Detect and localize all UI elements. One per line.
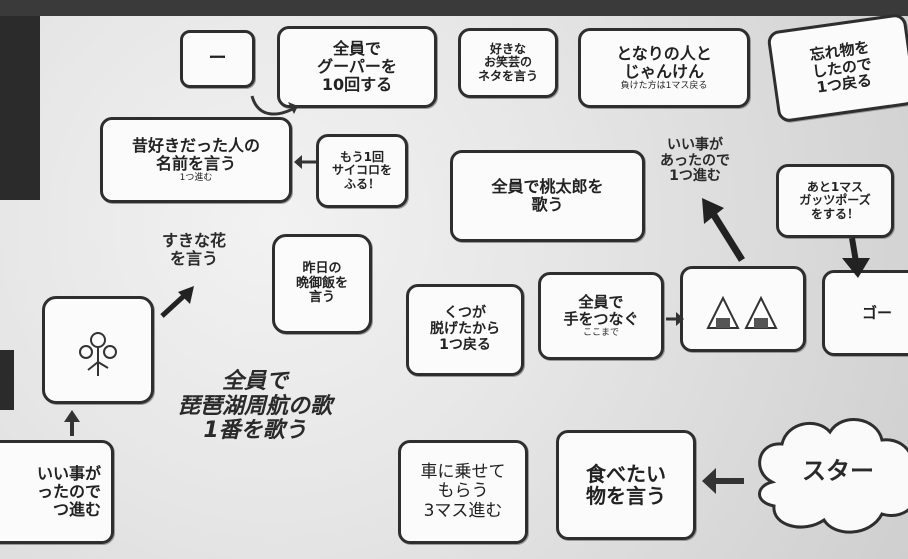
square-onigiri bbox=[680, 266, 806, 352]
square-janken-line1: となりの人と bbox=[616, 44, 712, 64]
square-kappo-line1: あと1マス bbox=[806, 179, 864, 194]
square-sukidatta-line2: 名前を言う bbox=[155, 153, 236, 173]
square-saikoro-line3: ふる！ bbox=[343, 176, 380, 191]
text-biwako-line2: 琵琶湖周航の歌 bbox=[178, 393, 333, 419]
square-top-left-blank: ー bbox=[180, 30, 255, 88]
arrow-top-curve bbox=[250, 95, 299, 116]
square-yuuhan-line1: 昨日の bbox=[302, 261, 342, 277]
square-kuruma-line3: 3マス進む bbox=[423, 500, 503, 521]
square-flower bbox=[42, 296, 154, 404]
text-start: スター bbox=[802, 457, 874, 485]
square-iikoto-bottom-line3: つ進む bbox=[52, 499, 101, 519]
square-goal-label: ゴー bbox=[861, 303, 892, 322]
square-kutsu-line1: くつが bbox=[444, 305, 486, 322]
square-yuuhan-line2: 晩御飯を bbox=[295, 275, 348, 291]
board-edge-shadow bbox=[0, 0, 40, 200]
square-tabetai-line2: 物を言う bbox=[586, 484, 666, 508]
square-momotaro: 全員で桃太郎を 歌う bbox=[450, 150, 645, 242]
square-janken-note: 負けた方は1マス戻る bbox=[620, 80, 708, 91]
square-sukidatta-line1: 昔好きだった人の bbox=[131, 136, 260, 156]
square-kutsu-line2: 脱げたから bbox=[430, 321, 500, 338]
square-kuruma-line1: 車に乗せて bbox=[420, 462, 506, 483]
square-iikoto-bottom-line1: いい事が bbox=[36, 464, 101, 484]
square-kappo: あと1マス ガッツポーズ をする！ bbox=[776, 164, 894, 238]
text-sukina-hana-line1: すきな花 bbox=[162, 231, 227, 250]
square-janken: となりの人と じゃんけん 負けた方は1マス戻る bbox=[578, 28, 750, 108]
square-yuuhan: 昨日の 晩御飯を 言う bbox=[272, 234, 372, 334]
square-te-note: ここまで bbox=[582, 327, 619, 338]
text-iikoto-top-line1: いい事が bbox=[667, 137, 723, 153]
text-iikoto-top: いい事が あったので 1つ進む bbox=[660, 137, 730, 185]
arrow-diagonal-up bbox=[160, 286, 194, 318]
square-iikoto-bottom: いい事が ったので つ進む bbox=[0, 440, 114, 544]
square-neta-line2: お笑芸の bbox=[483, 55, 532, 70]
text-biwako-line3: 1番を歌う bbox=[203, 418, 307, 444]
square-neta-line1: 好きな bbox=[489, 41, 526, 56]
square-gupa-line1: 全員で bbox=[332, 39, 381, 59]
square-wasure: 忘れ物を したので 1つ戻る bbox=[766, 12, 908, 124]
square-tabetai-line1: 食べたい bbox=[586, 461, 666, 486]
square-saikoro: もう1回 サイコロを ふる！ bbox=[316, 134, 408, 208]
flower-icon bbox=[79, 332, 117, 376]
square-saikoro-line1: もう1回 bbox=[340, 149, 384, 164]
square-gupa-line2: グーパーを bbox=[317, 57, 397, 77]
square-yuuhan-line3: 言う bbox=[308, 290, 335, 306]
square-neta: 好きな お笑芸の ネタを言う bbox=[458, 28, 558, 98]
square-goal: ゴー bbox=[822, 270, 908, 356]
square-sukidatta: 昔好きだった人の 名前を言う 1つ進む bbox=[100, 117, 292, 203]
square-janken-line2: じゃんけん bbox=[623, 61, 704, 81]
square-neta-line3: ネタを言う bbox=[477, 68, 538, 83]
text-biwako-line1: 全員で bbox=[222, 369, 289, 394]
square-kutsu: くつが 脱げたから 1つ戻る bbox=[406, 284, 524, 376]
text-sukina-hana: すきな花 を言う bbox=[162, 232, 226, 268]
square-momotaro-line1: 全員で桃太郎を bbox=[491, 177, 604, 197]
square-kappo-line2: ガッツポーズ bbox=[799, 193, 871, 208]
square-saikoro-line2: サイコロを bbox=[331, 163, 392, 178]
onigiri-icon bbox=[706, 295, 778, 329]
square-kutsu-line3: 1つ戻る bbox=[439, 336, 491, 353]
board-left-clip bbox=[0, 350, 14, 410]
square-gupa: 全員で グーパーを 10回する bbox=[277, 26, 437, 108]
square-gupa-line3: 10回する bbox=[321, 74, 393, 94]
arrow-up-left-side bbox=[64, 410, 80, 436]
arrow-down-right bbox=[842, 237, 870, 278]
start-cloud bbox=[758, 418, 908, 534]
text-sukina-hana-line2: を言う bbox=[170, 248, 219, 268]
text-iikoto-top-line2: あったので bbox=[660, 152, 730, 169]
square-tabetai: 食べたい 物を言う bbox=[556, 430, 696, 540]
square-iikoto-bottom-line2: ったので bbox=[36, 482, 101, 502]
arrow-left-small bbox=[294, 155, 316, 169]
arrow-up-right bbox=[702, 198, 745, 262]
square-kappo-line3: をする！ bbox=[810, 206, 859, 221]
square-te-line2: 手をつなぐ bbox=[563, 309, 639, 328]
square-te-line1: 全員で bbox=[578, 293, 624, 312]
square-kuruma-line2: もらう bbox=[437, 481, 489, 502]
arrow-left-bottom bbox=[702, 468, 744, 494]
square-te: 全員で 手をつなぐ ここまで bbox=[538, 272, 664, 360]
text-biwako: 全員で 琵琶湖周航の歌 1番を歌う bbox=[178, 369, 333, 444]
board-top-edge bbox=[0, 0, 908, 16]
square-sukidatta-note: 1つ進む bbox=[179, 172, 213, 183]
arrow-right-small bbox=[666, 312, 684, 326]
square-kuruma: 車に乗せて もらう 3マス進む bbox=[398, 440, 528, 544]
square-momotaro-line2: 歌う bbox=[531, 195, 564, 214]
text-iikoto-top-line3: 1つ進む bbox=[669, 168, 721, 185]
